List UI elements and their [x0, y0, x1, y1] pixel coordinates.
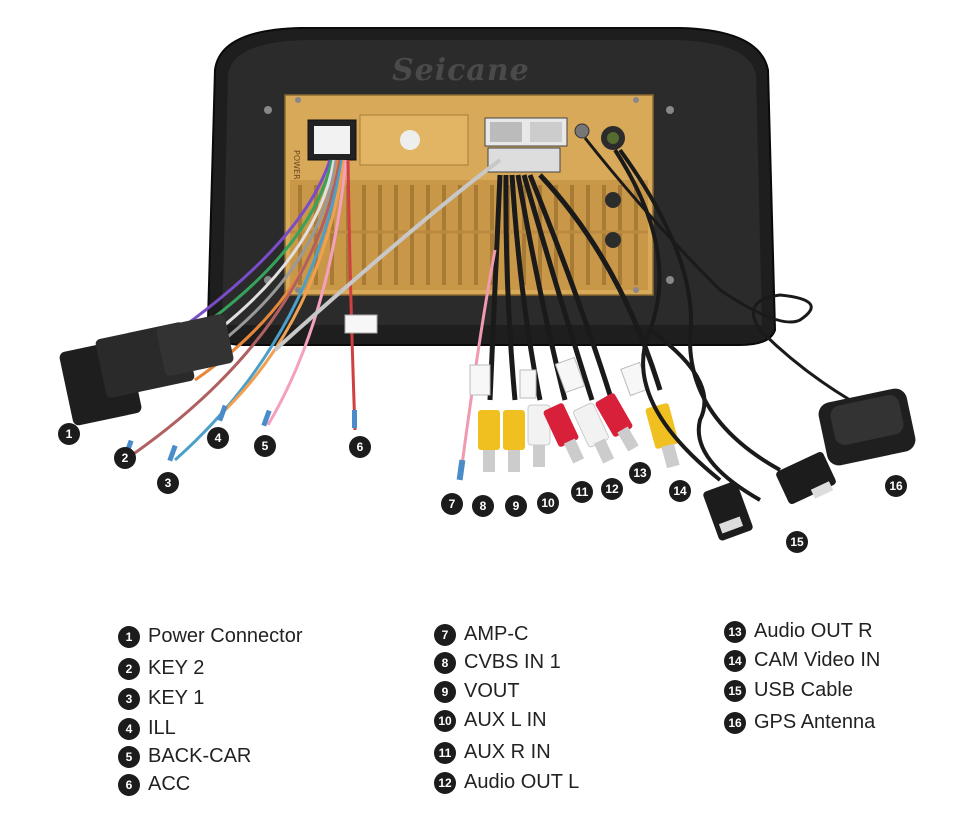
- legend-number: 2: [118, 657, 140, 680]
- callout-8: 8: [472, 495, 494, 517]
- qc-sticker: [400, 130, 420, 150]
- callout-14: 14: [669, 480, 691, 502]
- callout-10: 10: [537, 492, 559, 514]
- legend-item-ill: 4 ILL: [118, 717, 176, 740]
- legend-number: 14: [724, 649, 746, 672]
- callout-1: 1: [58, 423, 80, 445]
- legend-item-acc: 6 ACC: [118, 773, 190, 796]
- legend-label: ACC: [148, 773, 191, 795]
- callout-5: 5: [254, 435, 276, 457]
- legend-label: AUX R IN: [464, 741, 551, 763]
- legend-item-audio-out-r: 13 Audio OUT R: [724, 620, 873, 643]
- legend-label: Power Connector: [148, 625, 303, 647]
- power-connector-block: [59, 314, 234, 426]
- legend-item-key1: 3 KEY 1: [118, 687, 204, 710]
- legend-number: 16: [724, 711, 746, 734]
- legend-label: KEY 2: [148, 657, 205, 679]
- legend-label: Audio OUT R: [754, 620, 873, 642]
- legend-label: AMP-C: [464, 623, 529, 645]
- legend-number: 13: [724, 620, 746, 643]
- legend-number: 15: [724, 679, 746, 702]
- callout-6: 6: [349, 436, 371, 458]
- brand-logo: Seicane: [392, 53, 530, 88]
- legend-label: ILL: [148, 717, 176, 739]
- legend-label: CVBS IN 1: [464, 651, 561, 673]
- callout-16: 16: [885, 475, 907, 497]
- legend-item-key2: 2 KEY 2: [118, 657, 204, 680]
- callout-3: 3: [157, 472, 179, 494]
- callout-2: 2: [114, 447, 136, 469]
- legend-item-vout: 9 VOUT: [434, 680, 520, 703]
- legend-item-cvbs-in-1: 8 CVBS IN 1: [434, 651, 561, 674]
- legend-number: 10: [434, 709, 456, 732]
- callout-9: 9: [505, 495, 527, 517]
- legend-item-audio-out-l: 12 Audio OUT L: [434, 771, 579, 794]
- gps-socket: [574, 123, 590, 139]
- callout-11: 11: [571, 481, 593, 503]
- legend-number: 11: [434, 741, 456, 764]
- legend-number: 6: [118, 773, 140, 796]
- gps-cable: [583, 137, 851, 402]
- usb-plug-2: [776, 452, 836, 504]
- legend-number: 12: [434, 771, 456, 794]
- legend-item-cam-video-in: 14 CAM Video IN: [724, 649, 880, 672]
- callout-12: 12: [601, 478, 623, 500]
- legend-item-aux-l-in: 10 AUX L IN: [434, 709, 547, 732]
- legend-number: 5: [118, 745, 140, 768]
- legend-item-back-car: 5 BACK-CAR: [118, 745, 251, 768]
- rca-plugs: [478, 393, 680, 472]
- legend-number: 8: [434, 651, 456, 674]
- legend-item-power-connector: 1 Power Connector: [118, 625, 303, 648]
- legend-number: 4: [118, 717, 140, 740]
- legend-item-amp-c: 7 AMP-C: [434, 623, 528, 646]
- legend-label: CAM Video IN: [754, 649, 881, 671]
- legend-label: USB Cable: [754, 679, 853, 701]
- callout-4: 4: [207, 427, 229, 449]
- legend-label: VOUT: [464, 680, 520, 702]
- legend-number: 9: [434, 680, 456, 703]
- legend-label: AUX L IN: [464, 709, 547, 731]
- legend-label: KEY 1: [148, 687, 205, 709]
- legend-label: Audio OUT L: [464, 771, 580, 793]
- legend-number: 7: [434, 623, 456, 646]
- legend-number: 1: [118, 625, 140, 648]
- amp-wire: [460, 249, 497, 466]
- legend-item-gps-antenna: 16 GPS Antenna: [724, 711, 875, 734]
- legend-number: 3: [118, 687, 140, 710]
- legend-label: GPS Antenna: [754, 711, 876, 733]
- legend-item-usb-cable: 15 USB Cable: [724, 679, 853, 702]
- callout-7: 7: [441, 493, 463, 515]
- legend-item-aux-r-in: 11 AUX R IN: [434, 741, 551, 764]
- callout-13: 13: [629, 462, 651, 484]
- callout-15: 15: [786, 531, 808, 553]
- panel-label: POWER: [292, 150, 301, 180]
- legend-label: BACK-CAR: [148, 745, 252, 767]
